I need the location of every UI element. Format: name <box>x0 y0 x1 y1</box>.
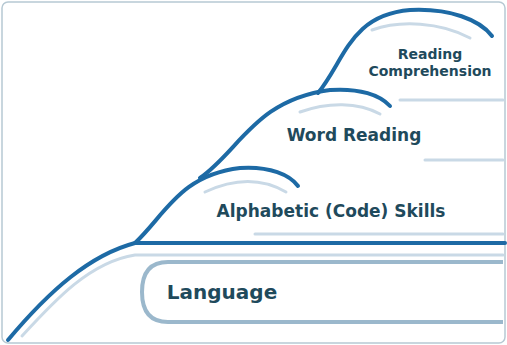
alphabetic-wave <box>8 168 298 340</box>
language-band <box>142 262 503 322</box>
pale-wave <box>22 255 503 336</box>
wave-label: Word Reading <box>287 125 422 145</box>
pale-wave-lines <box>22 24 503 336</box>
pale-wave <box>255 233 503 236</box>
wave-label: Language <box>167 280 277 304</box>
wave-label: Alphabetic (Code) Skills <box>217 201 446 221</box>
pale-wave <box>425 159 503 162</box>
pale-wave <box>400 99 503 102</box>
pale-curl <box>205 182 286 193</box>
pale-curl <box>372 24 470 38</box>
pale-curl <box>300 105 380 114</box>
base-line <box>135 241 505 245</box>
dark-wave-lines <box>8 10 505 340</box>
wave-label: Reading Comprehension <box>366 46 494 80</box>
